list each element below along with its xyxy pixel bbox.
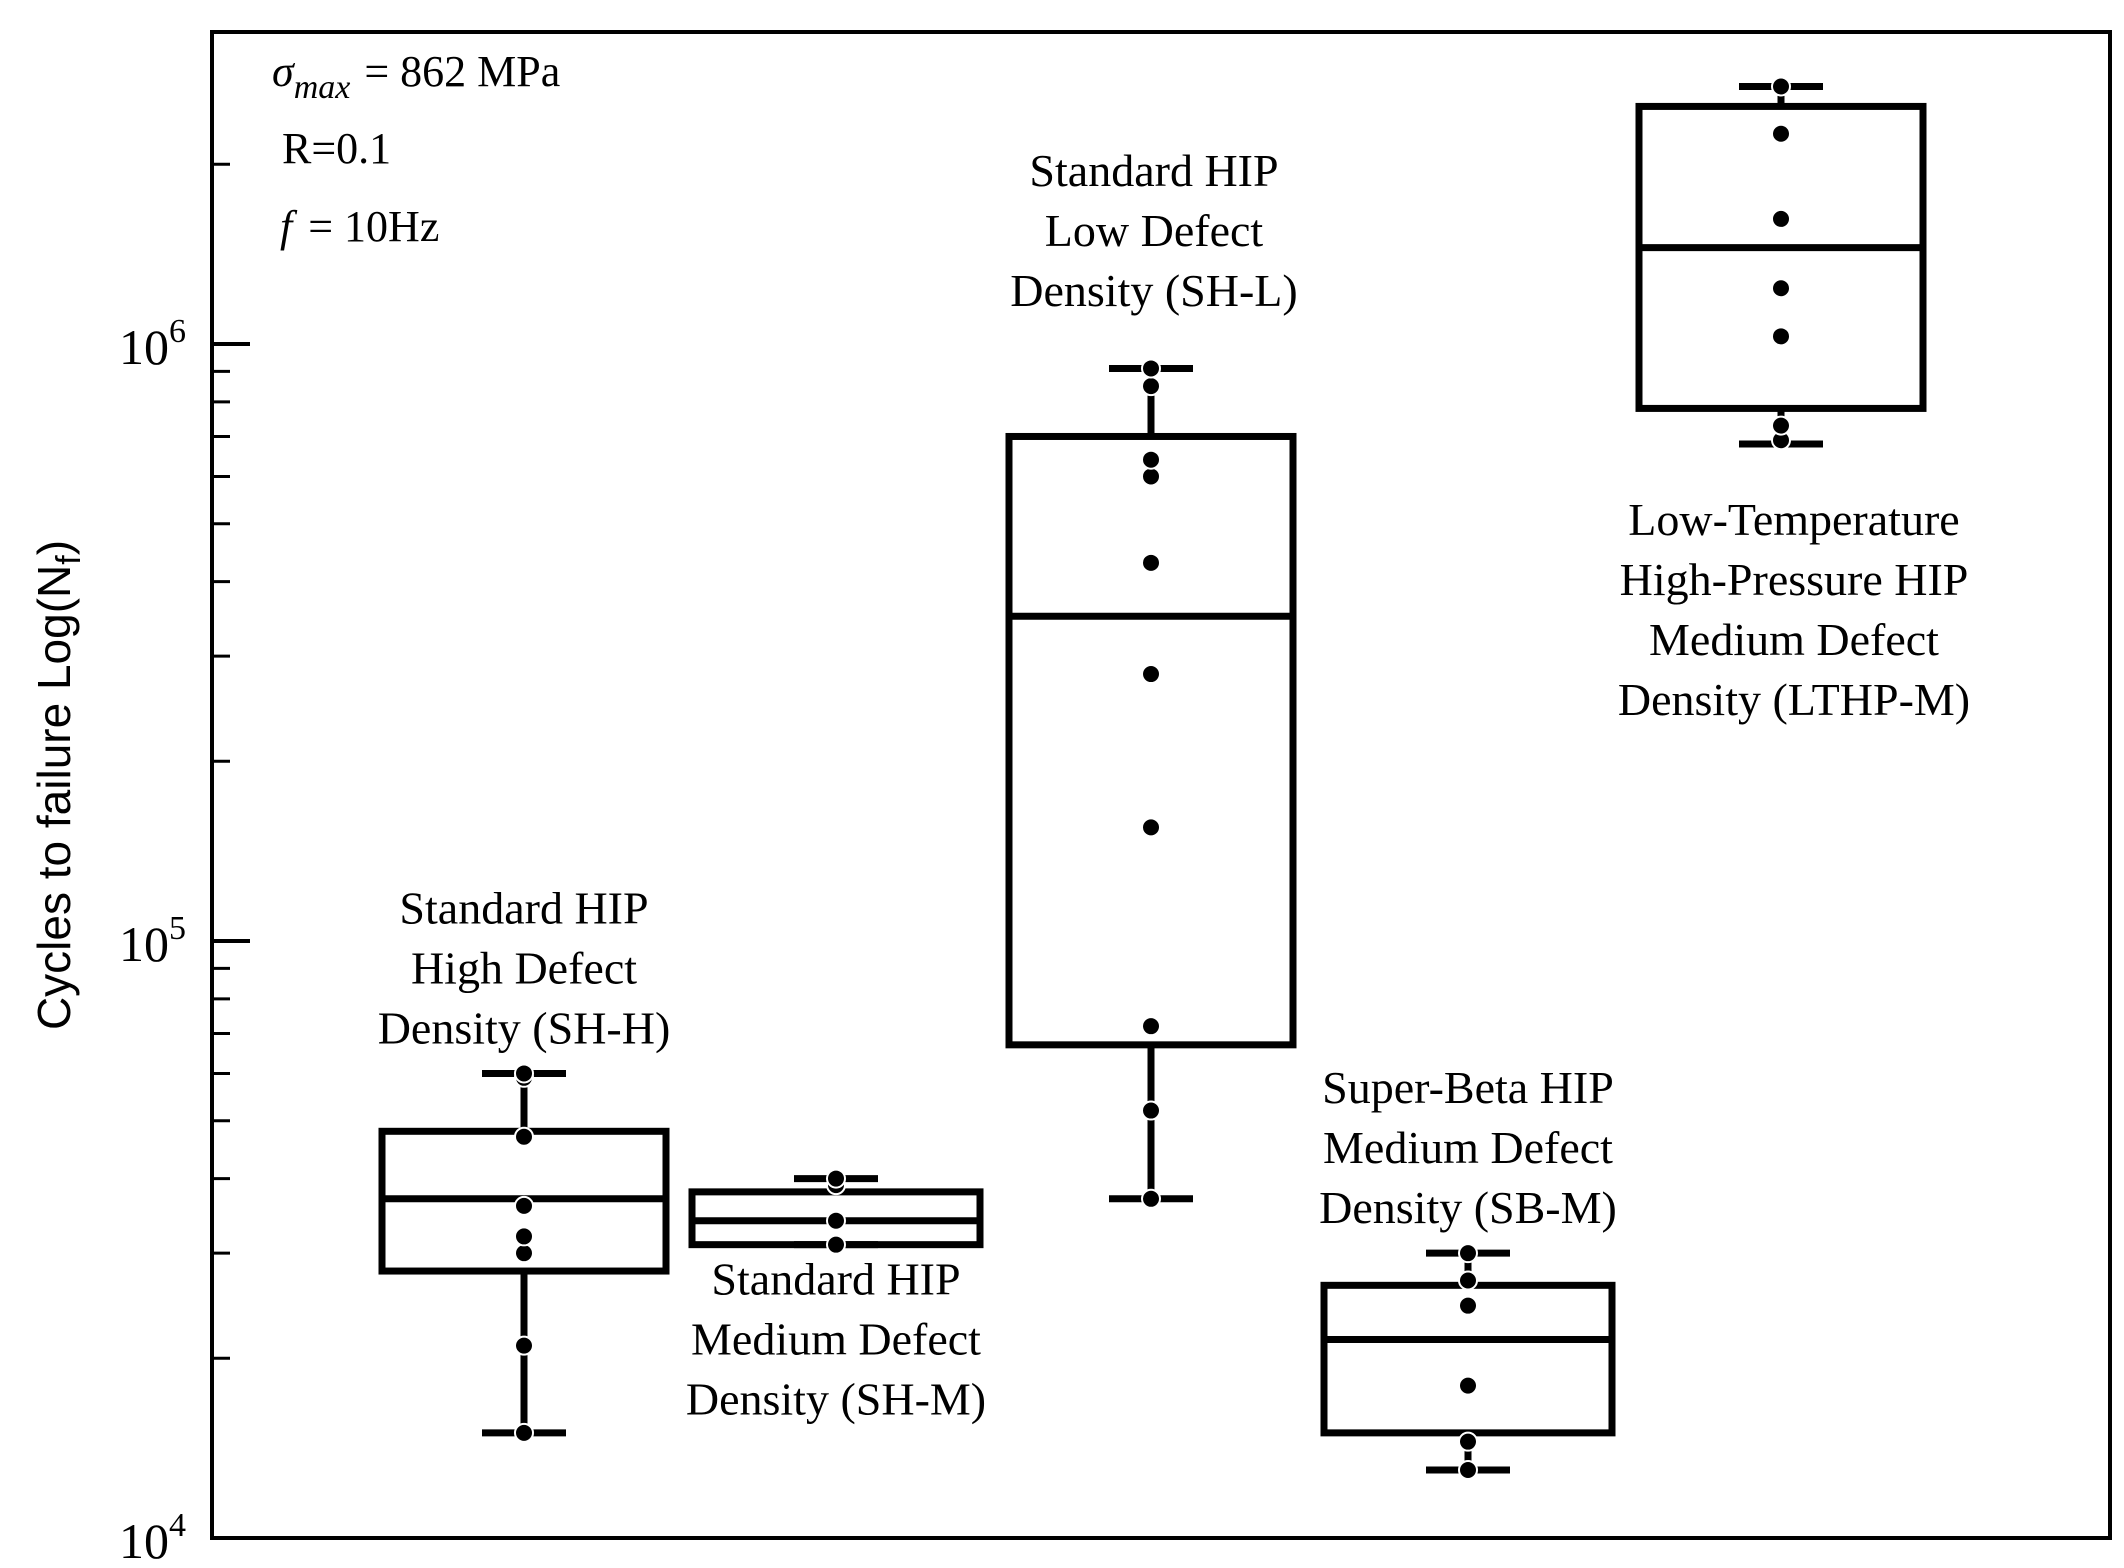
group-label: Medium Defect xyxy=(1323,1122,1613,1173)
iqr-box xyxy=(1635,102,1927,412)
group-label: Density (SB-M) xyxy=(1319,1182,1617,1233)
test-conditions: σmax= 862 MPa R=0.1 f= 10Hz xyxy=(272,47,560,251)
data-point xyxy=(1771,278,1791,299)
data-point xyxy=(514,1226,534,1247)
data-point xyxy=(1141,1100,1161,1121)
group-label: High Defect xyxy=(411,942,637,993)
data-point xyxy=(514,1335,534,1356)
group-label: Standard HIP xyxy=(399,882,648,933)
group-label: Medium Defect xyxy=(691,1314,981,1365)
data-point xyxy=(1458,1431,1478,1452)
group-label: Standard HIP xyxy=(1029,145,1278,196)
data-point xyxy=(1458,1459,1478,1480)
y-axis-ticks: 104 105 106 xyxy=(119,162,250,1568)
data-point xyxy=(1141,376,1161,397)
group-label: Medium Defect xyxy=(1649,614,1939,665)
data-point xyxy=(1141,552,1161,573)
data-point xyxy=(1141,817,1161,838)
y-tick-label: 106 xyxy=(119,313,186,375)
group-label: Low-Temperature xyxy=(1628,494,1959,545)
data-point xyxy=(826,1168,846,1189)
data-point xyxy=(1458,1270,1478,1291)
data-point xyxy=(1141,664,1161,685)
group-label: Density (LTHP-M) xyxy=(1618,674,1970,725)
data-point xyxy=(826,1234,846,1255)
data-point xyxy=(1771,123,1791,144)
data-point xyxy=(1141,358,1161,379)
data-point xyxy=(514,1195,534,1216)
group-label: Density (SH-H) xyxy=(378,1002,671,1053)
data-point xyxy=(826,1210,846,1231)
data-point xyxy=(1141,449,1161,470)
iqr-box xyxy=(1005,432,1297,1049)
data-point xyxy=(1458,1295,1478,1316)
data-point xyxy=(1771,208,1791,229)
data-point xyxy=(1458,1243,1478,1264)
group-label: Standard HIP xyxy=(711,1254,960,1305)
data-point xyxy=(1141,466,1161,487)
y-tick-label: 105 xyxy=(119,910,186,972)
data-point xyxy=(1771,326,1791,347)
frequency-annotation: f= 10Hz xyxy=(280,202,439,251)
r-ratio-annotation: R=0.1 xyxy=(282,124,391,173)
plot-frame xyxy=(210,30,2112,1540)
data-point xyxy=(1141,1016,1161,1037)
group-label: High-Pressure HIP xyxy=(1620,554,1969,605)
data-point xyxy=(1458,1375,1478,1396)
group-label: Low Defect xyxy=(1045,205,1264,256)
y-tick-label: 104 xyxy=(119,1507,186,1568)
group-label: Density (SH-M) xyxy=(686,1374,986,1425)
data-point xyxy=(1771,76,1791,97)
data-point xyxy=(514,1063,534,1084)
data-point xyxy=(514,1422,534,1443)
data-point xyxy=(514,1243,534,1264)
data-point xyxy=(514,1126,534,1147)
stress-annotation: σmax= 862 MPa xyxy=(272,47,560,106)
group-label: Density (SH-L) xyxy=(1010,265,1297,316)
data-point xyxy=(1771,415,1791,436)
group-label: Super-Beta HIP xyxy=(1322,1062,1614,1113)
y-axis-label: Cycles to failure Log(Nf) xyxy=(28,540,88,1030)
data-point xyxy=(1141,1188,1161,1209)
